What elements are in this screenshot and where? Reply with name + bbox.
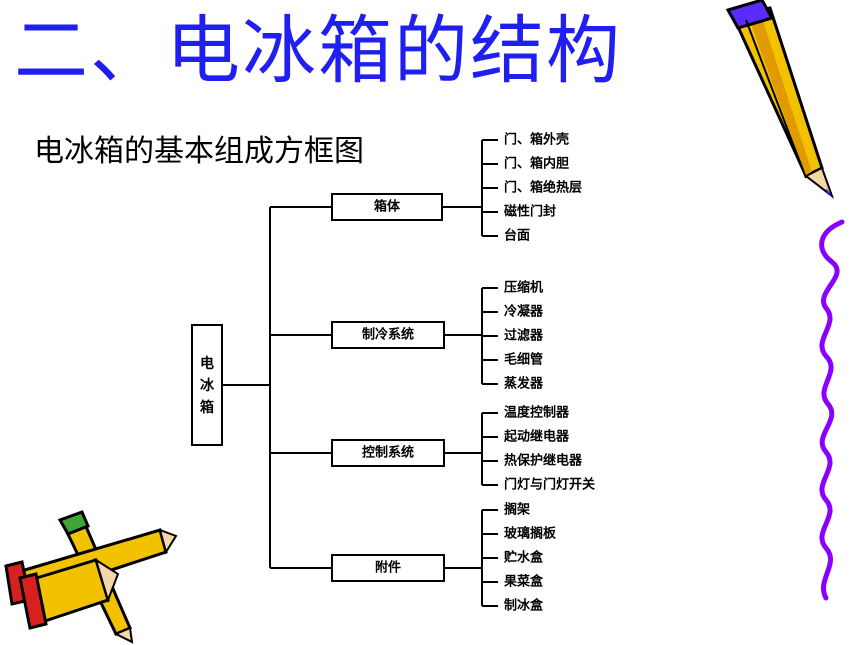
root-label-char: 电 [200, 355, 214, 372]
component-item: 制冰盒 [504, 598, 544, 614]
wavy-line-decoration [819, 219, 845, 601]
component-item: 门、箱绝热层 [504, 180, 582, 196]
group-label: 制冷系统 [362, 327, 414, 343]
page-title: 二、电冰箱的结构 [14, 8, 622, 94]
component-item: 温度控制器 [504, 405, 570, 421]
component-item: 毛细管 [504, 352, 543, 368]
component-item: 玻璃搁板 [504, 526, 557, 542]
crossed-pencils-icon [4, 510, 178, 644]
component-item: 起动继电器 [503, 429, 570, 445]
component-item: 门、箱外壳 [504, 132, 569, 148]
component-item: 门灯与门灯开关 [504, 477, 595, 493]
pencil-icon [725, 0, 835, 199]
component-item: 冷凝器 [504, 304, 544, 320]
component-item: 蒸发器 [504, 376, 544, 392]
component-item: 搁架 [504, 502, 530, 518]
component-item: 热保护继电器 [504, 453, 583, 469]
component-item: 台面 [504, 228, 530, 244]
group-label: 箱体 [374, 199, 401, 215]
group-label: 附件 [375, 560, 401, 576]
component-item: 贮水盒 [503, 550, 544, 566]
root-label-char: 冰 [200, 377, 215, 394]
component-item: 门、箱内胆 [504, 156, 569, 172]
group-label: 控制系统 [362, 445, 414, 461]
component-item: 压缩机 [504, 280, 543, 296]
group-box [331, 554, 445, 582]
group-box [331, 321, 445, 349]
component-item: 过滤器 [504, 328, 544, 344]
root-label-char: 箱 [200, 399, 214, 416]
root-box [191, 324, 223, 446]
component-item: 磁性门封 [504, 204, 556, 220]
component-item: 果菜盒 [503, 574, 544, 590]
diagram-caption: 电冰箱的基本组成方框图 [34, 134, 364, 169]
group-box [331, 439, 445, 467]
